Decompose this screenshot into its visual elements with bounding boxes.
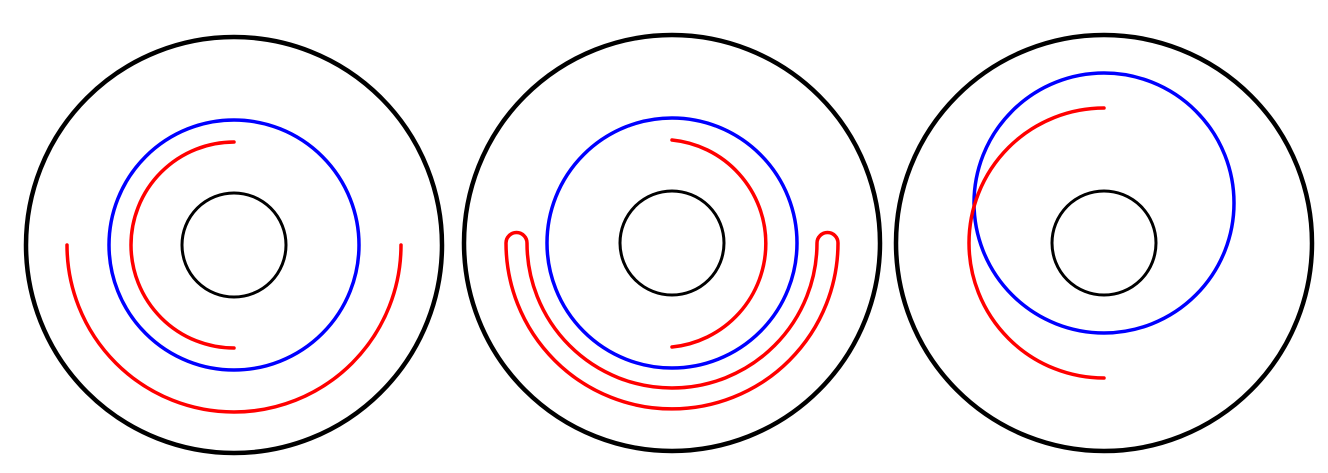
red-outer-arc: [65, 243, 403, 414]
blue-loop: [545, 116, 799, 370]
outer-boundary-circle: [23, 34, 445, 456]
red-u-band: [504, 230, 840, 411]
red-inner-arc: [129, 140, 236, 350]
red-arc: [967, 106, 1106, 380]
blue-loop: [107, 118, 361, 372]
inner-boundary-circle: [618, 189, 726, 297]
outer-boundary-circle: [461, 32, 883, 454]
outer-boundary-circle: [893, 32, 1315, 454]
inner-boundary-circle: [180, 191, 288, 299]
panel-2: [461, 32, 883, 454]
panel-3: [893, 32, 1315, 454]
panel-1: [23, 34, 445, 456]
red-inner-arc: [670, 138, 768, 349]
inner-boundary-circle: [1050, 189, 1158, 297]
